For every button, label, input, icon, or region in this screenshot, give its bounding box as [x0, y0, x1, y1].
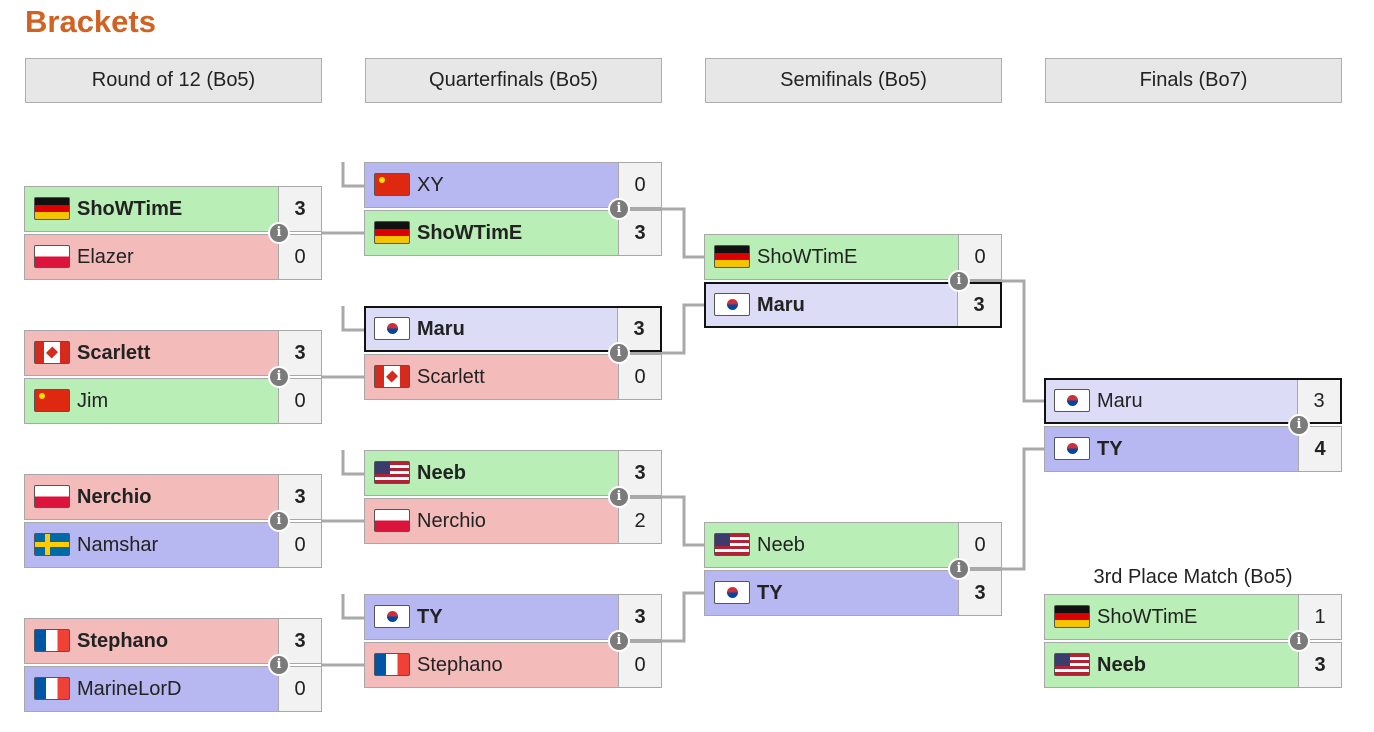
match-sf-2: Neeb 0 TY 3 i [704, 522, 1002, 618]
china-flag-icon [34, 389, 70, 412]
canada-flag-icon [374, 365, 410, 388]
player-score: 4 [1298, 427, 1341, 471]
germany-flag-icon [374, 221, 410, 244]
match-r12-1: ShoWTimE 3 Elazer 0 i [24, 186, 322, 282]
player-name: Maru [417, 318, 465, 340]
player-name: TY [1097, 438, 1123, 460]
player-name: TY [757, 582, 783, 604]
poland-flag-icon [34, 485, 70, 508]
player-name: MarineLorD [77, 678, 182, 700]
player-name: Scarlett [417, 366, 485, 388]
canada-flag-icon [34, 341, 70, 364]
match-qf-1: XY 0 ShoWTimE 3 i [364, 162, 662, 258]
player-name: Elazer [77, 246, 134, 268]
player-name: TY [417, 606, 443, 628]
round-header-round-of-12: Round of 12 (Bo5) [25, 58, 322, 103]
france-flag-icon [34, 629, 70, 652]
match-info-icon[interactable]: i [268, 366, 290, 388]
player-name: ShoWTimE [1097, 606, 1198, 628]
player-score: 3 [1298, 643, 1341, 687]
germany-flag-icon [34, 197, 70, 220]
match-third-place: ShoWTimE 1 Neeb 3 i [1044, 594, 1342, 690]
poland-flag-icon [374, 509, 410, 532]
player-name: Stephano [77, 630, 169, 652]
usa-flag-icon [714, 533, 750, 556]
player-slot[interactable]: Neeb 3 [1044, 642, 1342, 688]
korea-flag-icon [1054, 389, 1090, 412]
match-r12-4: Stephano 3 MarineLorD 0 i [24, 618, 322, 714]
round-header-quarterfinals: Quarterfinals (Bo5) [365, 58, 662, 103]
player-name: ShoWTimE [757, 246, 858, 268]
player-name: XY [417, 174, 444, 196]
poland-flag-icon [34, 245, 70, 268]
korea-flag-icon [714, 293, 750, 316]
usa-flag-icon [374, 461, 410, 484]
france-flag-icon [374, 653, 410, 676]
match-info-icon[interactable]: i [608, 198, 630, 220]
round-header-finals: Finals (Bo7) [1045, 58, 1342, 103]
match-final: Maru 3 TY 4 i [1044, 378, 1342, 474]
player-score: 3 [618, 211, 661, 255]
player-name: Maru [757, 294, 805, 316]
china-flag-icon [374, 173, 410, 196]
match-info-icon[interactable]: i [608, 630, 630, 652]
player-name: Namshar [77, 534, 159, 556]
match-info-icon[interactable]: i [948, 270, 970, 292]
match-info-icon[interactable]: i [608, 486, 630, 508]
player-name: Neeb [1097, 654, 1146, 676]
player-slot[interactable]: Stephano 3 [24, 618, 322, 664]
player-slot[interactable]: Maru 3 [364, 306, 662, 352]
player-score: 3 [957, 284, 1000, 326]
korea-flag-icon [374, 317, 410, 340]
player-score: 3 [278, 475, 321, 519]
third-place-title: 3rd Place Match (Bo5) [1093, 566, 1293, 588]
player-name: Nerchio [417, 510, 486, 532]
germany-flag-icon [714, 245, 750, 268]
germany-flag-icon [1054, 605, 1090, 628]
round-header-semifinals: Semifinals (Bo5) [705, 58, 1002, 103]
match-info-icon[interactable]: i [268, 510, 290, 532]
korea-flag-icon [374, 605, 410, 628]
player-score: 2 [618, 499, 661, 543]
player-score: 0 [278, 235, 321, 279]
match-info-icon[interactable]: i [1288, 630, 1310, 652]
match-info-icon[interactable]: i [1288, 414, 1310, 436]
match-qf-2: Maru 3 Scarlett 0 i [364, 306, 662, 402]
player-name: Stephano [417, 654, 503, 676]
player-name: Nerchio [77, 486, 152, 508]
player-name: ShoWTimE [77, 198, 183, 220]
player-name: ShoWTimE [417, 222, 523, 244]
player-score: 0 [618, 643, 661, 687]
player-score: 0 [278, 667, 321, 711]
player-name: Jim [77, 390, 109, 412]
france-flag-icon [34, 677, 70, 700]
match-qf-4: TY 3 Stephano 0 i [364, 594, 662, 690]
player-score: 0 [618, 355, 661, 399]
korea-flag-icon [714, 581, 750, 604]
match-qf-3: Neeb 3 Nerchio 2 i [364, 450, 662, 546]
usa-flag-icon [1054, 653, 1090, 676]
sweden-flag-icon [34, 533, 70, 556]
player-score: 3 [958, 571, 1001, 615]
match-info-icon[interactable]: i [948, 558, 970, 580]
match-r12-2: Scarlett 3 Jim 0 i [24, 330, 322, 426]
match-info-icon[interactable]: i [608, 342, 630, 364]
player-slot[interactable]: ShoWTimE 3 [24, 186, 322, 232]
korea-flag-icon [1054, 437, 1090, 460]
player-score: 0 [278, 379, 321, 423]
match-info-icon[interactable]: i [268, 654, 290, 676]
match-info-icon[interactable]: i [268, 222, 290, 244]
page-title: Brackets [25, 4, 156, 39]
player-name: Scarlett [77, 342, 151, 364]
player-name: Neeb [757, 534, 805, 556]
player-name: Maru [1097, 390, 1143, 412]
player-score: 0 [278, 523, 321, 567]
match-sf-1: ShoWTimE 0 Maru 3 i [704, 234, 1002, 330]
match-r12-3: Nerchio 3 Namshar 0 i [24, 474, 322, 570]
player-name: Neeb [417, 462, 466, 484]
player-slot[interactable]: Elazer 0 [24, 234, 322, 280]
